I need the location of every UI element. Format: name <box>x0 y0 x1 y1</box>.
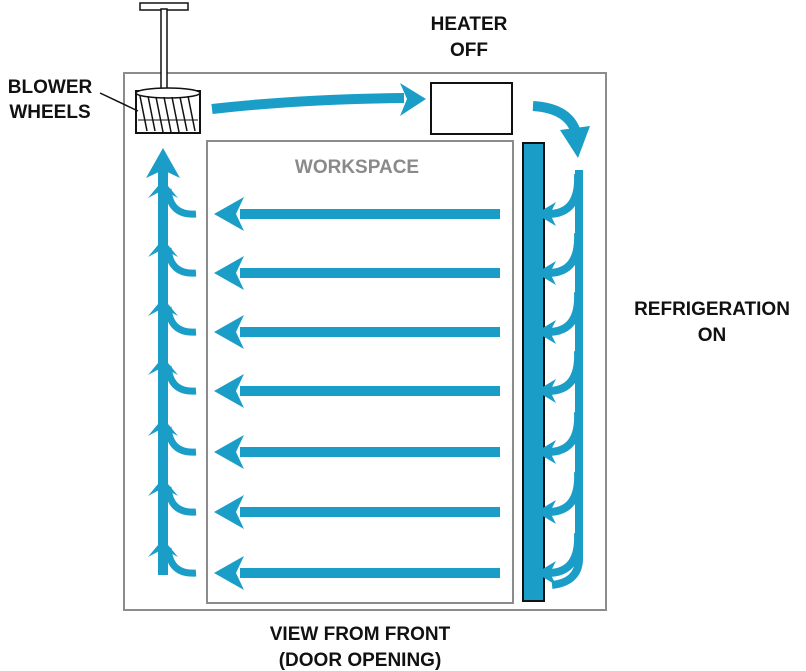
left-flow-chevron <box>148 539 197 577</box>
heater-box-icon <box>430 82 513 135</box>
left-flow-chevron <box>148 418 197 456</box>
workspace-area <box>206 140 514 604</box>
left-flow-chevron <box>148 478 197 516</box>
airflow-arrow-heater-to-coil <box>532 101 590 158</box>
left-return-airflow <box>146 148 197 577</box>
cabinet-outline <box>123 72 607 611</box>
blower-leader-line <box>99 92 139 112</box>
workspace-label: WORKSPACE <box>295 157 419 178</box>
heater-label-line1: HEATER <box>431 14 508 35</box>
left-flow-chevron <box>148 298 197 336</box>
workspace-flow-arrow <box>214 435 500 469</box>
coil-airflow-arrows <box>536 170 583 589</box>
workspace-flow-arrow <box>214 556 500 590</box>
blower-label-line1: BLOWER <box>8 77 93 98</box>
caption-line1: VIEW FROM FRONT <box>270 624 451 645</box>
workspace-flow-arrow <box>214 197 500 231</box>
refrigeration-coil-icon <box>522 142 545 602</box>
workspace-airflow-arrows <box>214 197 500 590</box>
refrigeration-label-line1: REFRIGERATION <box>634 299 790 320</box>
left-flow-arrowhead <box>146 148 180 178</box>
caption-line2: (DOOR OPENING) <box>279 650 442 671</box>
workspace-flow-arrow <box>214 374 500 408</box>
blower-wheel-icon <box>135 87 201 134</box>
workspace-flow-arrow <box>214 315 500 349</box>
refrigeration-label-line2: ON <box>698 325 727 346</box>
left-flow-chevron <box>148 180 197 218</box>
heater-label-line2: OFF <box>450 40 488 61</box>
blower-shaft <box>139 2 189 92</box>
blower-label-line2: WHEELS <box>9 102 90 123</box>
workspace-flow-arrow <box>214 495 500 529</box>
left-flow-chevron <box>148 357 197 395</box>
coil-flow-trunk <box>551 170 583 589</box>
airflow-arrow-top <box>211 83 426 116</box>
left-flow-chevron <box>148 239 197 277</box>
workspace-flow-arrow <box>214 256 500 290</box>
